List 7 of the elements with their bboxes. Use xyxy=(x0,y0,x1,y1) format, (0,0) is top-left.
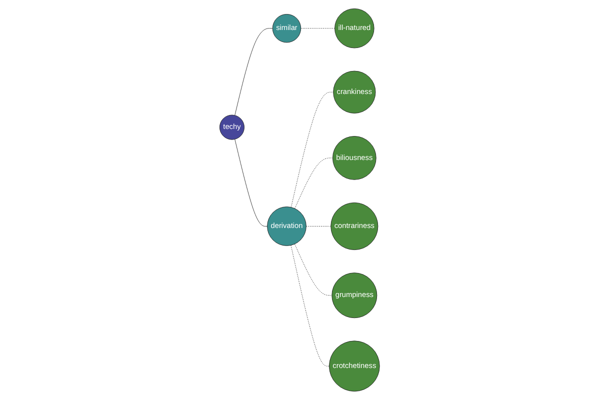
connector xyxy=(234,139,268,226)
connector xyxy=(300,28,336,29)
connector xyxy=(294,158,334,209)
connector xyxy=(234,28,274,116)
connector xyxy=(294,244,332,296)
connector xyxy=(291,92,334,208)
connector xyxy=(291,245,330,366)
